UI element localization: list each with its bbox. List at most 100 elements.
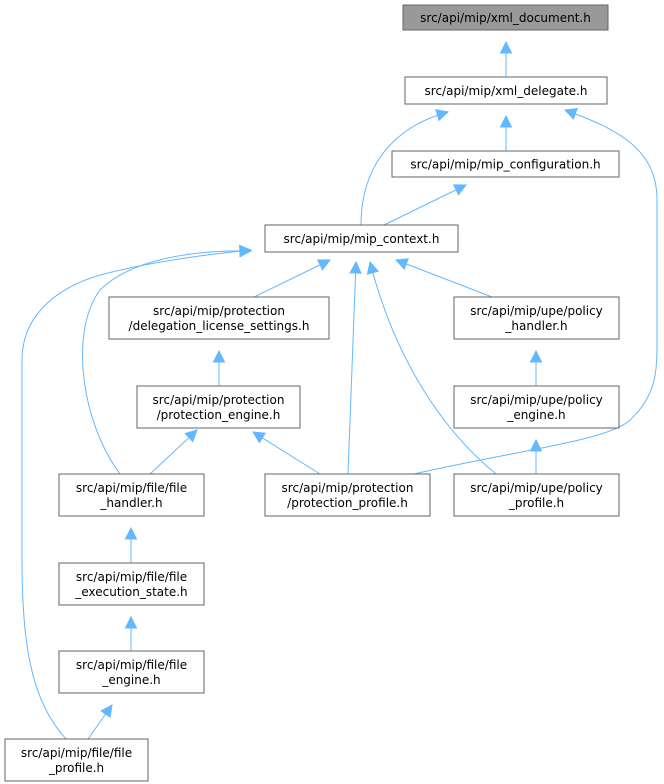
node-policy-handler[interactable]: src/api/mip/upe/policy_handler.h <box>453 296 620 340</box>
node-xml-delegate-label-line-1: src/api/mip/xml_delegate.h <box>425 84 588 98</box>
edge-xml-delegate-to-xml-document-arrowhead <box>499 40 513 54</box>
node-policy-engine-label-line-1: src/api/mip/upe/policy <box>470 393 603 407</box>
node-protection-profile-label-line-2: /protection_profile.h <box>287 496 408 510</box>
node-policy-profile-box[interactable] <box>453 473 620 517</box>
edge-policy-profile-to-mip-context <box>366 260 497 475</box>
node-file-engine-box[interactable] <box>58 650 205 694</box>
node-xml-delegate-box[interactable] <box>404 76 608 105</box>
edge-policy-handler-to-mip-context-line <box>395 259 493 298</box>
edge-delegation-license-settings-to-mip-context <box>253 259 332 298</box>
node-file-engine[interactable]: src/api/mip/file/file_engine.h <box>58 650 205 694</box>
node-xml-document-label-line-1: src/api/mip/xml_document.h <box>420 11 591 25</box>
node-file-engine-label-line-2: _engine.h <box>101 673 160 687</box>
edge-policy-profile-to-mip-context-line <box>369 261 497 475</box>
node-policy-handler-label-line-2: _handler.h <box>504 319 567 333</box>
node-xml-delegate[interactable]: src/api/mip/xml_delegate.h <box>404 76 608 105</box>
edge-policy-profile-to-policy-engine-arrowhead <box>529 438 543 452</box>
edge-protection-profile-to-protection-engine-arrowhead <box>252 431 267 444</box>
edge-file-profile-to-mip-context-arrowhead <box>238 244 253 258</box>
node-file-handler[interactable]: src/api/mip/file/file_handler.h <box>58 473 205 517</box>
node-file-profile-label-line-2: _profile.h <box>48 761 104 775</box>
node-mip-context[interactable]: src/api/mip/mip_context.h <box>264 224 459 253</box>
node-mip-configuration-label-line-1: src/api/mip/mip_configuration.h <box>410 158 600 172</box>
edge-policy-engine-to-policy-handler <box>529 349 543 386</box>
edge-file-execution-state-to-file-handler <box>124 526 138 563</box>
edge-protection-profile-to-mip-context <box>347 260 362 475</box>
node-file-handler-box[interactable] <box>58 473 205 517</box>
node-file-engine-label-line-1: src/api/mip/file/file <box>76 658 187 672</box>
node-delegation-license-settings-label-line-1: src/api/mip/protection <box>153 304 285 318</box>
edge-policy-profile-to-mip-context-arrowhead <box>366 260 380 275</box>
node-policy-profile-label-line-1: src/api/mip/upe/policy <box>470 481 603 495</box>
edge-mip-configuration-to-xml-delegate <box>499 114 513 151</box>
node-protection-profile-box[interactable] <box>264 473 431 517</box>
edge-file-handler-to-mip-context <box>82 244 253 475</box>
node-delegation-license-settings[interactable]: src/api/mip/protection/delegation_licens… <box>108 296 330 340</box>
node-file-execution-state[interactable]: src/api/mip/file/file_execution_state.h <box>58 562 205 606</box>
node-file-profile-box[interactable] <box>4 738 149 782</box>
node-mip-context-label-line-1: src/api/mip/mip_context.h <box>284 232 440 246</box>
node-protection-profile[interactable]: src/api/mip/protection/protection_profil… <box>264 473 431 517</box>
edge-protection-profile-to-mip-context-arrowhead <box>349 260 362 274</box>
node-mip-context-box[interactable] <box>264 224 459 253</box>
edge-file-engine-to-file-execution-state-arrowhead <box>124 615 138 629</box>
node-file-handler-label-line-2: _handler.h <box>99 496 162 510</box>
edge-protection-engine-to-delegation-license-settings-arrowhead <box>212 349 226 363</box>
node-policy-handler-label-line-1: src/api/mip/upe/policy <box>470 304 603 318</box>
edge-mip-context-to-xml-delegate-arrowhead <box>435 109 450 122</box>
edge-protection-profile-to-xml-delegate-arrowhead <box>563 108 578 120</box>
nodes-layer: src/api/mip/xml_document.h src/api/mip/xm… <box>4 4 620 782</box>
edge-file-profile-to-mip-context-line <box>21 249 252 740</box>
node-protection-profile-label-line-1: src/api/mip/protection <box>282 481 414 495</box>
edge-file-profile-to-file-engine-arrowhead <box>100 704 113 719</box>
edge-file-handler-to-protection-engine-arrowhead <box>184 429 198 443</box>
node-protection-engine-box[interactable] <box>136 385 301 429</box>
node-policy-engine-label-line-2: _engine.h <box>506 408 565 422</box>
edge-mip-context-to-mip-configuration-line <box>383 184 467 226</box>
node-file-handler-label-line-1: src/api/mip/file/file <box>76 481 187 495</box>
edges-layer <box>21 40 658 740</box>
node-file-execution-state-label-line-2: _execution_state.h <box>74 585 187 599</box>
edge-mip-context-to-xml-delegate <box>360 109 450 226</box>
node-file-profile[interactable]: src/api/mip/file/file_profile.h <box>4 738 149 782</box>
edge-file-handler-to-mip-context-line <box>82 250 252 475</box>
node-file-execution-state-box[interactable] <box>58 562 205 606</box>
node-protection-engine[interactable]: src/api/mip/protection/protection_engine… <box>136 385 301 429</box>
edge-delegation-license-settings-to-mip-context-arrowhead <box>316 259 332 271</box>
edge-policy-handler-to-mip-context <box>394 258 493 298</box>
node-xml-document[interactable]: src/api/mip/xml_document.h <box>402 4 609 31</box>
edge-mip-context-to-mip-configuration-arrowhead <box>452 184 468 196</box>
edge-delegation-license-settings-to-mip-context-line <box>253 259 331 298</box>
node-file-profile-label-line-1: src/api/mip/file/file <box>21 746 132 760</box>
node-delegation-license-settings-box[interactable] <box>108 296 330 340</box>
node-xml-document-box[interactable] <box>402 4 609 31</box>
node-delegation-license-settings-label-line-2: /delegation_license_settings.h <box>129 319 310 333</box>
node-policy-profile-label-line-2: _profile.h <box>508 496 564 510</box>
edge-file-profile-to-file-engine <box>87 704 113 740</box>
edge-file-handler-to-protection-engine <box>149 429 198 475</box>
node-protection-engine-label-line-2: /protection_engine.h <box>157 408 281 422</box>
edge-xml-delegate-to-xml-document <box>499 40 513 77</box>
edge-file-engine-to-file-execution-state <box>124 615 138 651</box>
node-policy-engine[interactable]: src/api/mip/upe/policy_engine.h <box>453 385 620 429</box>
node-mip-configuration[interactable]: src/api/mip/mip_configuration.h <box>391 150 620 178</box>
edge-file-profile-to-mip-context <box>21 244 253 740</box>
node-policy-profile[interactable]: src/api/mip/upe/policy_profile.h <box>453 473 620 517</box>
edge-protection-profile-to-protection-engine-line <box>252 431 321 475</box>
node-file-execution-state-label-line-1: src/api/mip/file/file <box>76 570 187 584</box>
node-policy-handler-box[interactable] <box>453 296 620 340</box>
edge-policy-profile-to-policy-engine <box>529 438 543 474</box>
node-protection-engine-label-line-1: src/api/mip/protection <box>153 393 285 407</box>
node-policy-engine-box[interactable] <box>453 385 620 429</box>
node-mip-configuration-box[interactable] <box>391 150 620 178</box>
edge-mip-context-to-mip-configuration <box>383 184 468 226</box>
edge-protection-engine-to-delegation-license-settings <box>212 349 226 386</box>
edge-policy-engine-to-policy-handler-arrowhead <box>529 349 543 363</box>
edge-protection-profile-to-protection-engine <box>252 431 321 475</box>
edge-mip-context-to-xml-delegate-line <box>360 111 449 226</box>
edge-mip-configuration-to-xml-delegate-arrowhead <box>499 114 513 128</box>
edge-file-execution-state-to-file-handler-arrowhead <box>124 526 138 540</box>
edge-policy-handler-to-mip-context-arrowhead <box>394 258 409 271</box>
edge-protection-profile-to-mip-context-line <box>347 261 357 475</box>
